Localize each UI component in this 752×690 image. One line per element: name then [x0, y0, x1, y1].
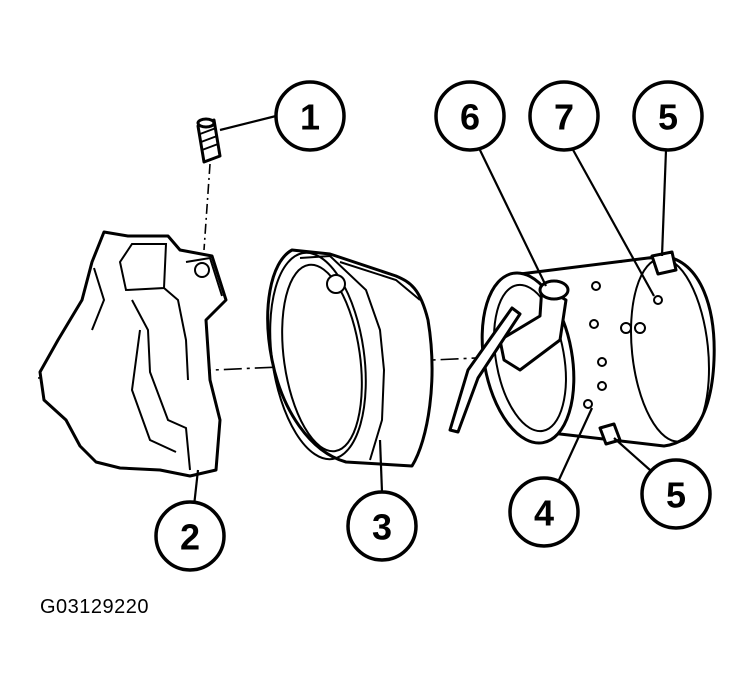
callout-5-bottom-label: 5: [666, 475, 686, 516]
leader-7: [571, 147, 655, 297]
callout-6-label: 6: [460, 97, 480, 138]
callout-3: 3: [346, 490, 418, 562]
callout-2: 2: [154, 500, 226, 572]
callout-6: 6: [434, 80, 506, 152]
part-3-band: [266, 248, 434, 468]
leader-2: [192, 469, 200, 507]
callout-1-label: 1: [300, 97, 320, 138]
leader-6: [477, 145, 547, 287]
callout-4: 4: [508, 476, 580, 548]
callout-1: 1: [274, 80, 346, 152]
leader-5-top: [660, 149, 668, 257]
leader-3: [378, 439, 384, 493]
callout-2-label: 2: [180, 517, 200, 558]
callout-5-top-label: 5: [658, 97, 678, 138]
leader-5-bottom: [613, 437, 651, 471]
figure-id-caption: G03129220: [40, 596, 150, 618]
leader-4: [557, 407, 593, 483]
leader-1: [219, 114, 277, 132]
callout-7: 7: [528, 80, 600, 152]
callout-4-label: 4: [534, 493, 554, 534]
callout-5-top: 5: [632, 80, 704, 152]
part-6-pin: [448, 279, 570, 434]
part-1-spring: [196, 117, 222, 251]
callout-5-bottom: 5: [640, 458, 712, 530]
callout-7-label: 7: [554, 97, 574, 138]
callout-3-label: 3: [372, 507, 392, 548]
part-2-housing: [38, 230, 228, 478]
